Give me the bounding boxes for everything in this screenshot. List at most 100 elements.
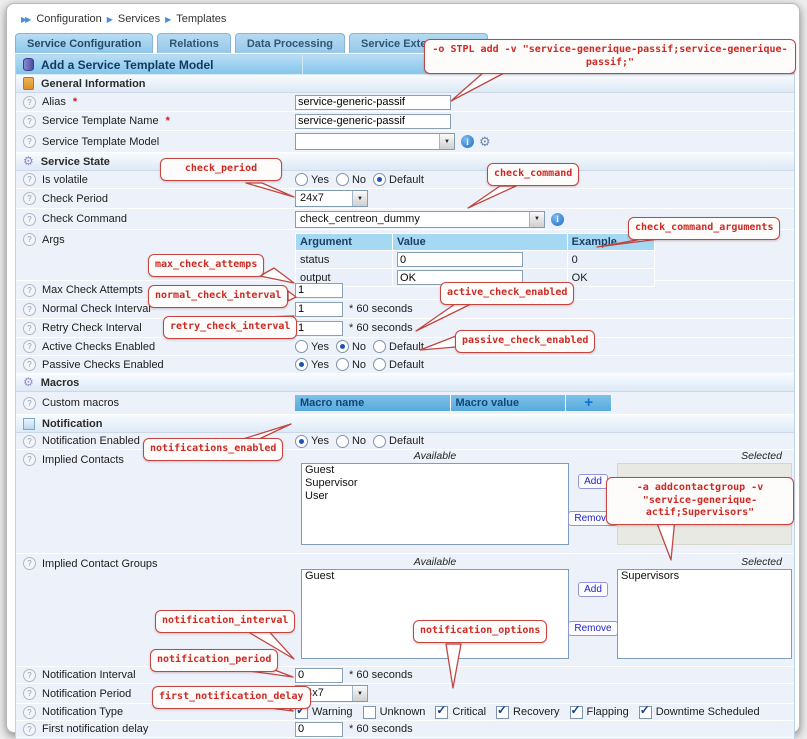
breadcrumb-item-templates[interactable]: Templates bbox=[176, 13, 227, 25]
tab-data-processing[interactable]: Data Processing bbox=[234, 33, 346, 53]
list-item[interactable]: Supervisor bbox=[305, 477, 358, 489]
notification-type-flapping-checkbox[interactable]: ✓Flapping bbox=[569, 702, 629, 719]
help-icon[interactable]: ? bbox=[23, 687, 36, 700]
retry-check-interval-input[interactable] bbox=[295, 320, 343, 336]
page-title: Add a Service Template Model bbox=[41, 57, 214, 72]
check-command-label: Check Command bbox=[42, 213, 127, 225]
notification-icon bbox=[23, 417, 35, 430]
check-period-label: Check Period bbox=[42, 192, 109, 205]
available-header: Available bbox=[413, 556, 457, 568]
template-name-input[interactable] bbox=[295, 113, 451, 129]
active-checks-radio-no[interactable]: No bbox=[335, 340, 366, 353]
field-row-implied-contact-groups: ? Implied Contact Groups Available Guest… bbox=[16, 554, 794, 667]
notification-interval-label: Notification Interval bbox=[42, 669, 136, 681]
info-icon[interactable]: i bbox=[461, 135, 474, 148]
contact-groups-selected-listbox[interactable]: Supervisors bbox=[617, 569, 792, 659]
help-icon[interactable]: ? bbox=[23, 95, 36, 109]
normal-check-interval-input[interactable] bbox=[295, 301, 343, 317]
add-macro-icon[interactable]: + bbox=[584, 394, 593, 411]
help-icon[interactable]: ? bbox=[23, 173, 36, 186]
active-checks-label: Active Checks Enabled bbox=[42, 340, 156, 353]
notification-enabled-radio-yes[interactable]: Yes bbox=[295, 434, 329, 448]
selected-header: Selected bbox=[741, 450, 782, 462]
max-check-attempts-input[interactable] bbox=[295, 282, 343, 298]
is-volatile-radio-default[interactable]: Default bbox=[373, 173, 424, 186]
callout-max-check-attempts: max_check_attemps bbox=[148, 254, 265, 277]
help-icon[interactable]: ? bbox=[23, 358, 36, 371]
callout-stpl-command: -o STPL add -v "service-generique-passif… bbox=[424, 39, 796, 74]
help-icon[interactable]: ? bbox=[23, 340, 36, 353]
custom-macros-label: Custom macros bbox=[42, 397, 120, 409]
field-row-template-model: ? Service Template Model ▼ i ⚙ bbox=[16, 131, 794, 153]
help-icon[interactable]: ? bbox=[23, 705, 36, 719]
select-arrow-icon[interactable]: ▼ bbox=[352, 191, 367, 206]
passive-checks-radio-default[interactable]: Default bbox=[373, 358, 424, 371]
database-icon bbox=[23, 58, 34, 71]
list-item[interactable]: Guest bbox=[305, 570, 335, 582]
alias-input[interactable] bbox=[295, 94, 451, 110]
help-icon[interactable]: ? bbox=[23, 396, 36, 410]
help-icon[interactable]: ? bbox=[23, 302, 36, 316]
is-volatile-radio-no[interactable]: No bbox=[335, 173, 366, 186]
help-icon[interactable]: ? bbox=[23, 668, 36, 682]
help-icon[interactable]: ? bbox=[23, 321, 36, 335]
info-icon[interactable]: i bbox=[551, 212, 564, 226]
contact-groups-add-button[interactable]: Add bbox=[578, 582, 608, 597]
first-notification-delay-input[interactable] bbox=[295, 721, 343, 737]
notification-interval-input[interactable] bbox=[295, 667, 343, 683]
help-icon[interactable]: ? bbox=[23, 557, 36, 570]
notification-type-recovery-checkbox[interactable]: ✓Recovery bbox=[496, 702, 560, 719]
select-arrow-icon[interactable]: ▼ bbox=[439, 134, 454, 149]
arg-status-input[interactable] bbox=[397, 252, 524, 267]
tab-service-configuration[interactable]: Service Configuration bbox=[15, 33, 154, 53]
help-icon[interactable]: ? bbox=[23, 114, 36, 128]
list-item[interactable]: Guest bbox=[305, 464, 335, 476]
select-arrow-icon[interactable]: ▼ bbox=[529, 211, 544, 227]
arg-output-input[interactable] bbox=[397, 270, 524, 285]
template-model-value bbox=[296, 134, 439, 149]
help-icon[interactable]: ? bbox=[23, 453, 36, 466]
check-period-select[interactable]: 24x7 ▼ bbox=[295, 190, 368, 207]
passive-checks-radio-yes[interactable]: Yes bbox=[295, 358, 329, 371]
help-icon[interactable]: ? bbox=[23, 722, 36, 736]
contacts-add-button[interactable]: Add bbox=[578, 474, 608, 489]
gear-icon[interactable]: ⚙ bbox=[479, 134, 491, 149]
help-icon[interactable]: ? bbox=[23, 135, 36, 148]
help-icon[interactable]: ? bbox=[23, 233, 36, 246]
breadcrumb-separator-icon: ▶ bbox=[106, 14, 113, 24]
notification-enabled-radio-default[interactable]: Default bbox=[373, 434, 424, 448]
contact-groups-available-listbox[interactable]: Guest bbox=[301, 569, 569, 659]
field-row-max-check-attempts: ? Max Check Attempts bbox=[16, 281, 794, 300]
field-row-passive-checks: ? Passive Checks Enabled Yes No Default bbox=[16, 356, 794, 374]
contacts-remove-button[interactable]: Remove bbox=[568, 511, 618, 526]
implied-contacts-label: Implied Contacts bbox=[42, 453, 124, 466]
macro-name-header: Macro name bbox=[295, 395, 451, 411]
breadcrumb-item-services[interactable]: Services bbox=[117, 13, 161, 25]
template-model-select[interactable]: ▼ bbox=[295, 133, 455, 150]
help-icon[interactable]: ? bbox=[23, 283, 36, 297]
alias-label: Alias bbox=[42, 96, 66, 108]
selected-header: Selected bbox=[741, 556, 782, 568]
notification-type-unknown-checkbox[interactable]: ✓Unknown bbox=[362, 705, 425, 719]
notification-type-warning-checkbox[interactable]: ✓Warning bbox=[295, 702, 353, 719]
help-icon[interactable]: ? bbox=[23, 212, 36, 226]
help-icon[interactable]: ? bbox=[23, 192, 36, 205]
contacts-available-listbox[interactable]: Guest Supervisor User bbox=[301, 463, 569, 545]
notification-type-critical-checkbox[interactable]: ✓Critical bbox=[435, 702, 487, 719]
notification-enabled-radio-no[interactable]: No bbox=[335, 434, 366, 448]
select-arrow-icon[interactable]: ▼ bbox=[352, 686, 367, 701]
active-checks-radio-yes[interactable]: Yes bbox=[295, 340, 329, 353]
list-item[interactable]: Supervisors bbox=[621, 570, 680, 582]
retry-check-interval-label: Retry Check Interval bbox=[42, 322, 142, 334]
check-command-select[interactable]: check_centreon_dummy ▼ bbox=[295, 210, 545, 228]
is-volatile-radio-yes[interactable]: Yes bbox=[295, 173, 329, 186]
help-icon[interactable]: ? bbox=[23, 434, 36, 448]
breadcrumb-item-configuration[interactable]: Configuration bbox=[36, 13, 102, 25]
list-item[interactable]: User bbox=[305, 490, 329, 502]
tab-relations[interactable]: Relations bbox=[157, 33, 231, 53]
passive-checks-radio-no[interactable]: No bbox=[335, 358, 366, 371]
field-row-first-notification-delay: ? First notification delay * 60 seconds bbox=[16, 721, 794, 738]
notification-type-downtime-checkbox[interactable]: ✓Downtime Scheduled bbox=[638, 702, 760, 719]
contact-groups-remove-button[interactable]: Remove bbox=[568, 621, 618, 636]
active-checks-radio-default[interactable]: Default bbox=[373, 340, 424, 353]
